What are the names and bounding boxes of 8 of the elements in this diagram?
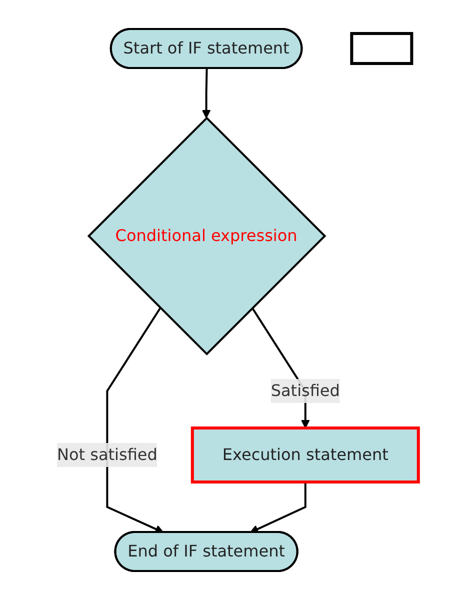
node-diamond: Conditional expression [87, 116, 326, 356]
arrow [250, 482, 306, 534]
edge-label: Satisfied [270, 381, 340, 400]
edge-label: Not satisfied [56, 445, 158, 464]
arrow [106, 307, 164, 534]
arrow [202, 68, 210, 118]
node-box: Execution statement [190, 426, 420, 484]
node-box [350, 32, 413, 65]
